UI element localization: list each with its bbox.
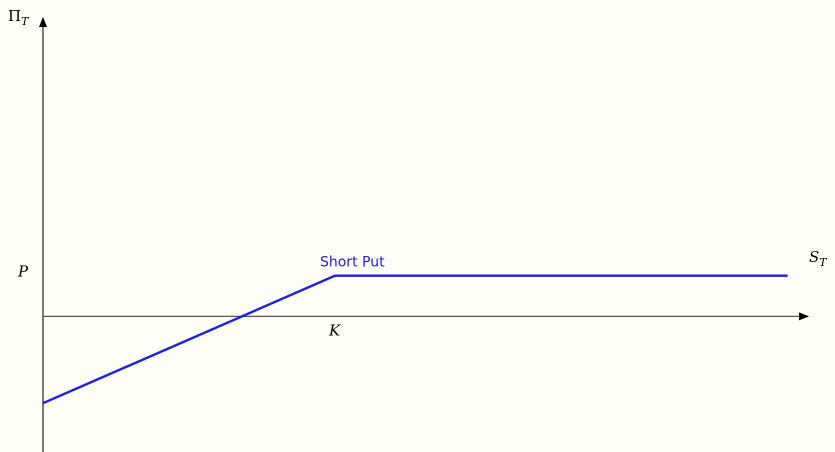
y-axis-label: ΠT	[8, 7, 30, 28]
x-axis-label-sub: T	[819, 256, 828, 269]
series-label-short-put: Short Put	[320, 255, 385, 271]
y-axis-label-sub: T	[21, 15, 30, 28]
y-tick-label-p: P	[17, 263, 29, 281]
y-axis-label-main: Π	[8, 7, 21, 25]
x-axis-label: ST	[809, 248, 828, 269]
x-axis-label-main: S	[809, 248, 819, 266]
x-tick-label-k: K	[328, 321, 341, 339]
series-line-short-put	[42, 274, 788, 405]
